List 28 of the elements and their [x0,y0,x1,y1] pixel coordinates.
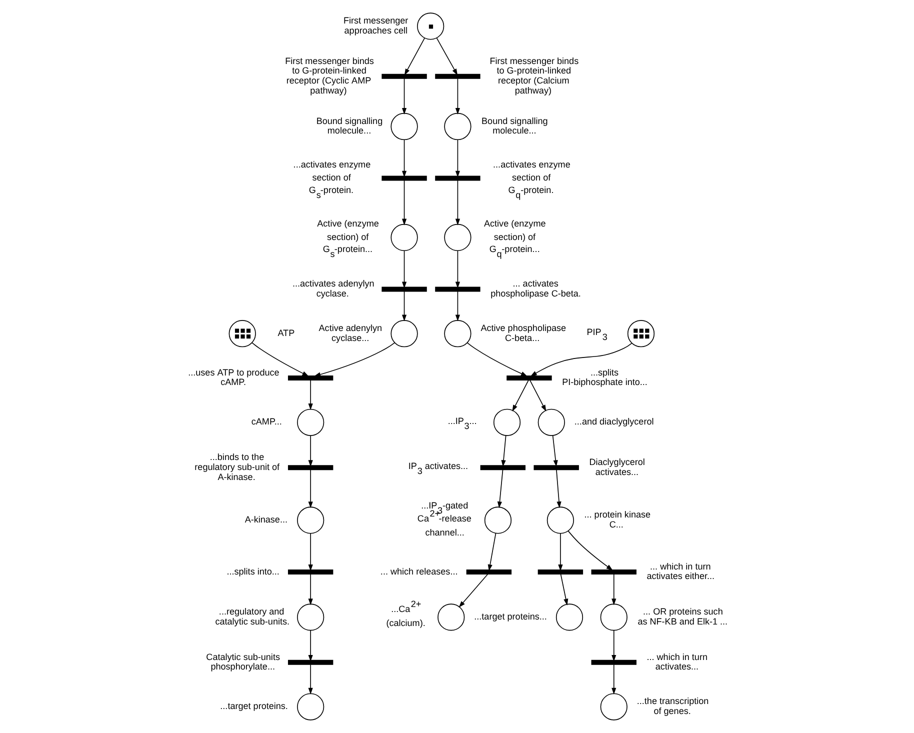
node-label: cAMP... [250,416,282,427]
node-label: ... which in turn activates... [646,652,707,672]
node-label: First messenger binds to G-protein-linked receptor (Calcium pathway) [489,56,578,96]
node-label: First messenger binds to G-protein-linked receptor (Cyclic AMP pathway) [284,56,374,96]
node-label: A-kinase... [244,514,287,525]
node-label: ...activates adenylyn cyclase. [292,278,374,298]
node-label: ...the transcription of genes. [636,696,708,716]
node-label: First messenger approaches cell [342,16,408,36]
node-label: ...uses ATP to produce cAMP. [188,367,279,388]
node-label: Bound signalling molecule... [481,116,548,136]
node-label: ...and diaclyglycerol [574,416,654,427]
node-label: ATP [277,328,294,338]
node-label: ...splits PI-biphosphate into... [562,367,647,388]
node-label: ...target proteins. [220,701,288,712]
node-label: Bound signalling molecule... [316,116,382,136]
node-label: ... which in turn activates either... [646,561,714,582]
node-label: ... activates phospholipase C-beta. [490,278,580,298]
node-label: ... protein kinase C... [584,510,650,530]
node-label: ...binds to the regulatory sub-unit of A-kinase. [194,452,280,482]
node-label: Active phospholipase C-beta... [480,322,566,343]
node-label: ...regulatory and catalytic sub-units. [214,606,290,626]
node-label: ...target proteins... [474,611,546,622]
node-label: ...splits into... [226,566,279,576]
node-label: ... OR proteins such as NF-KB and Elk-1 ... [637,606,728,626]
node-label: Catalytic sub-units phosphorylate... [206,652,280,672]
node-label: ... which releases... [380,566,458,576]
node-label: Active adenylyn cyclase... [318,322,382,343]
node-label: Diaclyglycerol activates... [588,456,644,477]
